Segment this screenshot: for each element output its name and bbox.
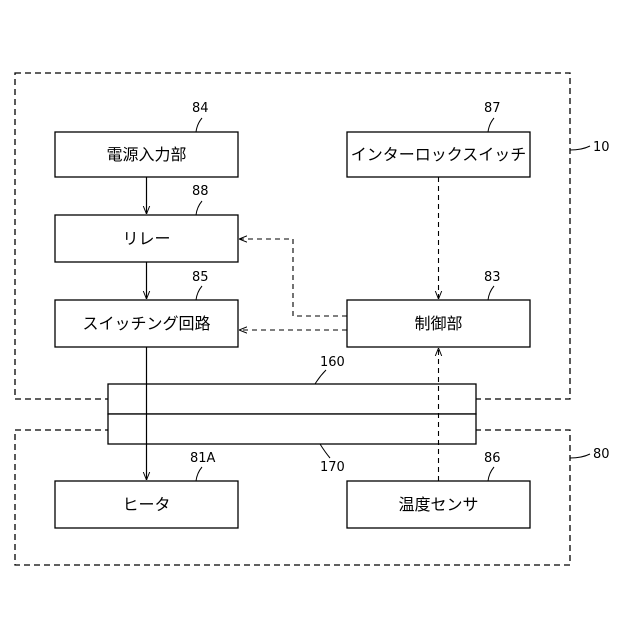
relay-leader [196,201,202,215]
control-unit-label: 制御部 [414,314,462,333]
switching-circuit-ref: 85 [192,270,209,285]
interlock-switch-leader [488,118,494,132]
control-unit-leader [488,286,494,300]
heater-leader [196,467,202,481]
unit-10-ref: 10 [593,140,610,155]
interlock-switch-label: インターロックスイッチ [351,145,527,164]
power-input-label: 電源入力部 [106,145,186,164]
connector-170-leader [320,444,330,458]
relay-ref: 88 [192,184,209,199]
connector-170-ref: 170 [320,460,345,475]
temperature-sensor-label: 温度センサ [398,495,478,514]
arrow-control-to-relay [239,239,347,316]
temperature-sensor-ref: 86 [484,451,501,466]
unit-10-leader [570,146,590,150]
heater-label: ヒータ [122,495,170,514]
switching-circuit-leader [196,286,202,300]
unit-80-leader [570,454,590,458]
power-input-ref: 84 [192,101,209,116]
unit-80-ref: 80 [593,447,610,462]
connector-160 [108,384,476,414]
power-input-leader [196,118,202,132]
control-unit-ref: 83 [484,270,501,285]
connector-160-ref: 160 [320,355,345,370]
interlock-switch-ref: 87 [484,101,501,116]
relay-label: リレー [122,229,170,248]
connector-160-leader [315,370,326,384]
switching-circuit-label: スイッチング回路 [82,314,210,333]
connector-170 [108,414,476,444]
temperature-sensor-leader [488,467,494,481]
heater-ref: 81A [190,451,216,466]
